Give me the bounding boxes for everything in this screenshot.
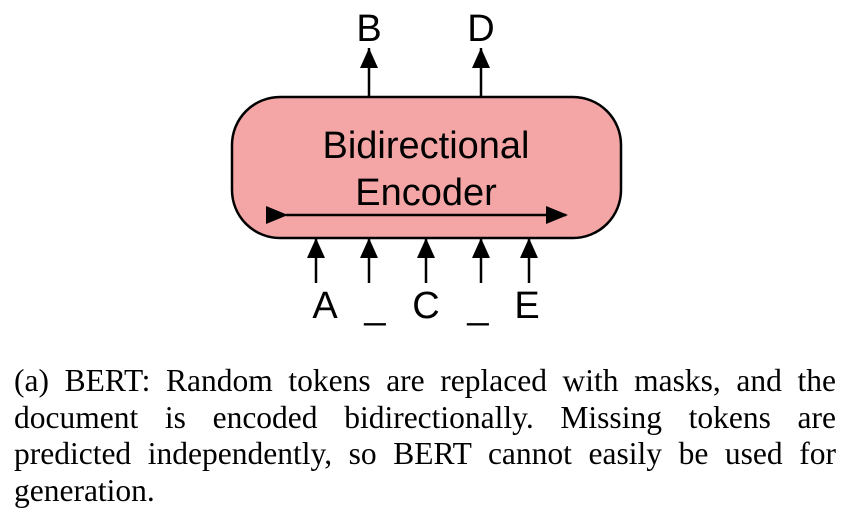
- encoder-box: [230, 95, 623, 240]
- output-arrowhead-d: [472, 48, 490, 68]
- output-token-b: B: [356, 8, 381, 50]
- output-token-d: D: [467, 8, 494, 50]
- input-token-mask-1: _: [363, 285, 386, 327]
- figure-caption: (a) BERT: Random tokens are replaced wit…: [14, 363, 836, 508]
- encoder-label-line1: Bidirectional: [323, 125, 530, 167]
- input-token-c: C: [412, 285, 439, 327]
- input-arrowhead-c: [417, 238, 435, 258]
- input-arrowhead-mask-1: [360, 238, 378, 258]
- input-token-mask-2: _: [466, 285, 489, 327]
- input-token-a: A: [312, 285, 338, 327]
- output-arrows: [360, 48, 490, 97]
- bert-diagram: Bidirectional Encoder B D A _ C _ E: [230, 8, 623, 327]
- input-arrowhead-a: [307, 238, 325, 258]
- input-arrowhead-e: [520, 238, 538, 258]
- input-arrowhead-mask-2: [472, 238, 490, 258]
- input-arrows: [307, 238, 538, 283]
- encoder-label-line2: Encoder: [355, 172, 497, 214]
- output-arrowhead-b: [360, 48, 378, 68]
- input-token-e: E: [514, 285, 539, 327]
